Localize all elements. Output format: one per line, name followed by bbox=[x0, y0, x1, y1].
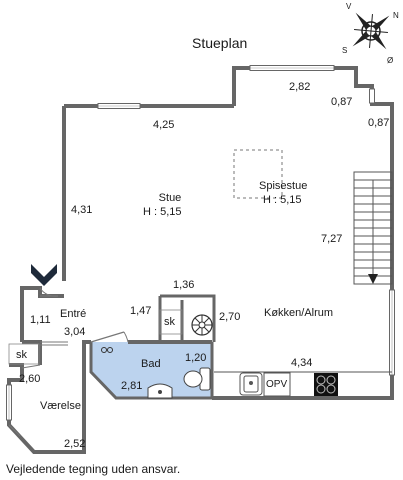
room-vaerelse-name: Værelse bbox=[40, 400, 81, 412]
wardrobe-left-label: sk bbox=[16, 349, 27, 361]
room-spisestue-name: Spisestue bbox=[259, 180, 308, 192]
compass-label-v: V bbox=[346, 2, 352, 11]
page-title: Stueplan bbox=[192, 35, 248, 51]
dishwasher-label: OPV bbox=[266, 379, 288, 390]
compass-label-n: N bbox=[393, 11, 399, 20]
compass-label-s: S bbox=[342, 46, 348, 55]
kitchen-counter bbox=[214, 371, 392, 397]
room-entre-name: Entré bbox=[60, 308, 87, 320]
cooktop-icon bbox=[314, 373, 338, 396]
dim-1-36: 1,36 bbox=[173, 279, 195, 291]
dim-1-47: 1,47 bbox=[130, 305, 152, 317]
toilet-icon bbox=[183, 367, 211, 391]
wardrobe-left bbox=[8, 343, 40, 365]
dim-4-31: 4,31 bbox=[71, 204, 93, 216]
skylight bbox=[233, 149, 283, 199]
dim-4-25: 4,25 bbox=[153, 119, 175, 131]
wardrobe-top bbox=[159, 309, 183, 335]
compass-label-o: Ø bbox=[387, 56, 394, 65]
dim-2-70: 2,70 bbox=[219, 311, 241, 323]
bathroom-floor bbox=[91, 342, 212, 398]
window-lines bbox=[8, 67, 393, 420]
dim-1-20: 1,20 bbox=[185, 352, 207, 364]
ventilation-fan-icon bbox=[191, 314, 213, 336]
room-bad-name: Bad bbox=[141, 358, 161, 370]
wardrobe-top-label: sk bbox=[164, 316, 175, 328]
dim-4-34: 4,34 bbox=[291, 357, 313, 369]
dim-7-27: 7,27 bbox=[321, 233, 343, 245]
dim-2-81: 2,81 bbox=[121, 380, 143, 392]
stair-arrow-icon bbox=[368, 274, 378, 284]
room-stue-name: Stue bbox=[158, 192, 182, 204]
dim-0-87-right: 0,87 bbox=[368, 117, 390, 129]
dim-2-60: 2,60 bbox=[19, 373, 41, 385]
dim-3-04: 3,04 bbox=[64, 326, 86, 338]
room-kokken-name: Køkken/Alrum bbox=[264, 307, 334, 319]
entrance-arrow-icon bbox=[31, 264, 57, 286]
dim-0-87-top: 0,87 bbox=[331, 96, 353, 108]
doors bbox=[8, 287, 129, 437]
tap-icon bbox=[101, 347, 113, 353]
disclaimer-text: Vejledende tegning uden ansvar. bbox=[6, 462, 181, 476]
compass-icon bbox=[352, 12, 390, 50]
dim-1-11: 1,11 bbox=[30, 314, 51, 326]
washbasin-icon bbox=[147, 383, 173, 399]
room-spisestue-height: H : 5,15 bbox=[263, 194, 302, 206]
room-stue-height: H : 5,15 bbox=[143, 206, 182, 218]
staircase bbox=[353, 171, 393, 285]
dim-2-52: 2,52 bbox=[64, 438, 86, 450]
dim-2-82: 2,82 bbox=[289, 81, 311, 93]
